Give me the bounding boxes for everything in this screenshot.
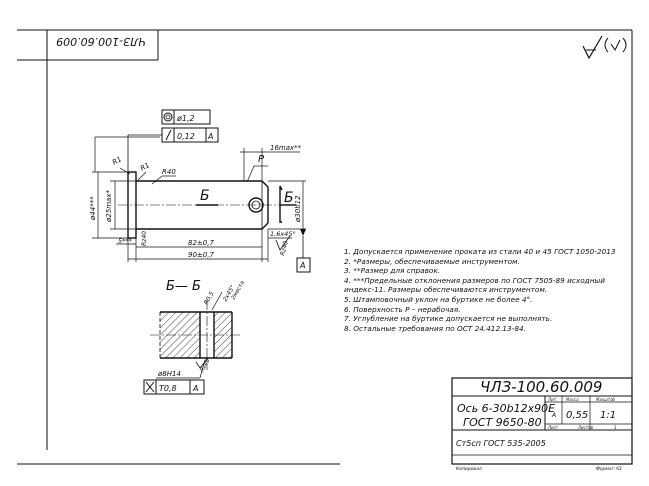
title-name-line1: Ось 6-30b12x90Е [457, 402, 555, 415]
col-mass: Масса [566, 397, 579, 402]
label-p: P [258, 154, 265, 165]
section-title: Б— Б [166, 279, 201, 294]
note-item: 7. Углубление на буртике допускается не … [344, 314, 553, 324]
sheets-label: Листов [577, 425, 594, 430]
svg-text:A: A [192, 384, 198, 393]
note-item: 3. **Размер для справок. [344, 266, 441, 276]
title-block [451, 377, 633, 465]
copied-label: Копировал [456, 466, 482, 472]
sheet-frame [17, 29, 633, 465]
dim-d25: ø25max* [105, 190, 113, 223]
sheets-value: 1 [614, 425, 617, 430]
note-item: 6. Поверхность Р – нерабочая. [344, 304, 461, 314]
rotated-code: ЧЛЗ-100.60.009 [56, 35, 146, 48]
svg-text:T0,8: T0,8 [159, 384, 177, 393]
note-item: 5. Штамповочный уклон на буртике не боле… [344, 294, 533, 304]
roughness-mark-icon [582, 35, 627, 60]
section-hole: ø8H14 [157, 370, 181, 378]
section-r: R0,5 [203, 290, 216, 306]
label-r1-left: R1 [139, 161, 151, 173]
dim-rz-right: Rz40 [279, 240, 290, 256]
title-designation: ЧЛЗ-100.60.009 [480, 378, 602, 396]
technical-notes: 1. Допускается применение проката из ста… [344, 247, 642, 333]
dim-rz40-small: Rz40 [141, 231, 148, 246]
format-label: Формат А3 [596, 466, 622, 472]
datum-a-marker: A [296, 229, 311, 273]
tolerance-frame-position: T0,8 A [143, 379, 205, 395]
col-lit: Лит. [547, 397, 557, 402]
svg-text:A: A [299, 261, 305, 270]
title-name-line2: ГОСТ 9650-80 [463, 416, 542, 429]
svg-text:A: A [207, 132, 213, 141]
dim-90: 90±0,7 [188, 251, 214, 259]
mass-value: 0,55 [566, 410, 588, 421]
tolerance-frame-runout: ø1,2 [161, 109, 211, 125]
tolerance-frame-perpendicularity: 0,12 A [127, 127, 219, 172]
dim-d30: ø30b12 [294, 195, 302, 223]
scale-value: 1:1 [600, 410, 616, 421]
part-main-view [92, 136, 286, 239]
label-r1-top: R1 [111, 155, 123, 167]
col-scale: Масштаб [596, 397, 616, 402]
section-mark-right: Б [284, 190, 294, 206]
dim-d44: ø44*** [89, 196, 97, 221]
sheet-label: Лист [547, 425, 559, 430]
svg-text:0,12: 0,12 [177, 132, 195, 141]
material: Ст5сп ГОСТ 535-2005 [456, 439, 546, 448]
label-r40: R40 [162, 168, 176, 176]
dim-82: 82±0,7 [188, 239, 214, 247]
note-item: 2. *Размеры, обеспечиваемые инструментом… [344, 256, 520, 266]
dim-5: 5*** [118, 237, 133, 245]
note-item: 8. Остальные требования по ОСТ 24.412.13… [344, 323, 526, 333]
lit-value: А [551, 412, 556, 419]
dim-16max: 16max** [270, 144, 302, 152]
section-view [150, 300, 240, 370]
section-rz: Rz40 [200, 358, 212, 373]
dim-chamfer: 1,6x45° [270, 230, 296, 238]
section-mark-left: Б [200, 188, 210, 204]
svg-text:ø1,2: ø1,2 [176, 114, 195, 123]
note-item: 4. ***Предельные отклонения размеров по … [344, 275, 605, 295]
note-item: 1. Допускается применение проката из ста… [344, 247, 616, 256]
